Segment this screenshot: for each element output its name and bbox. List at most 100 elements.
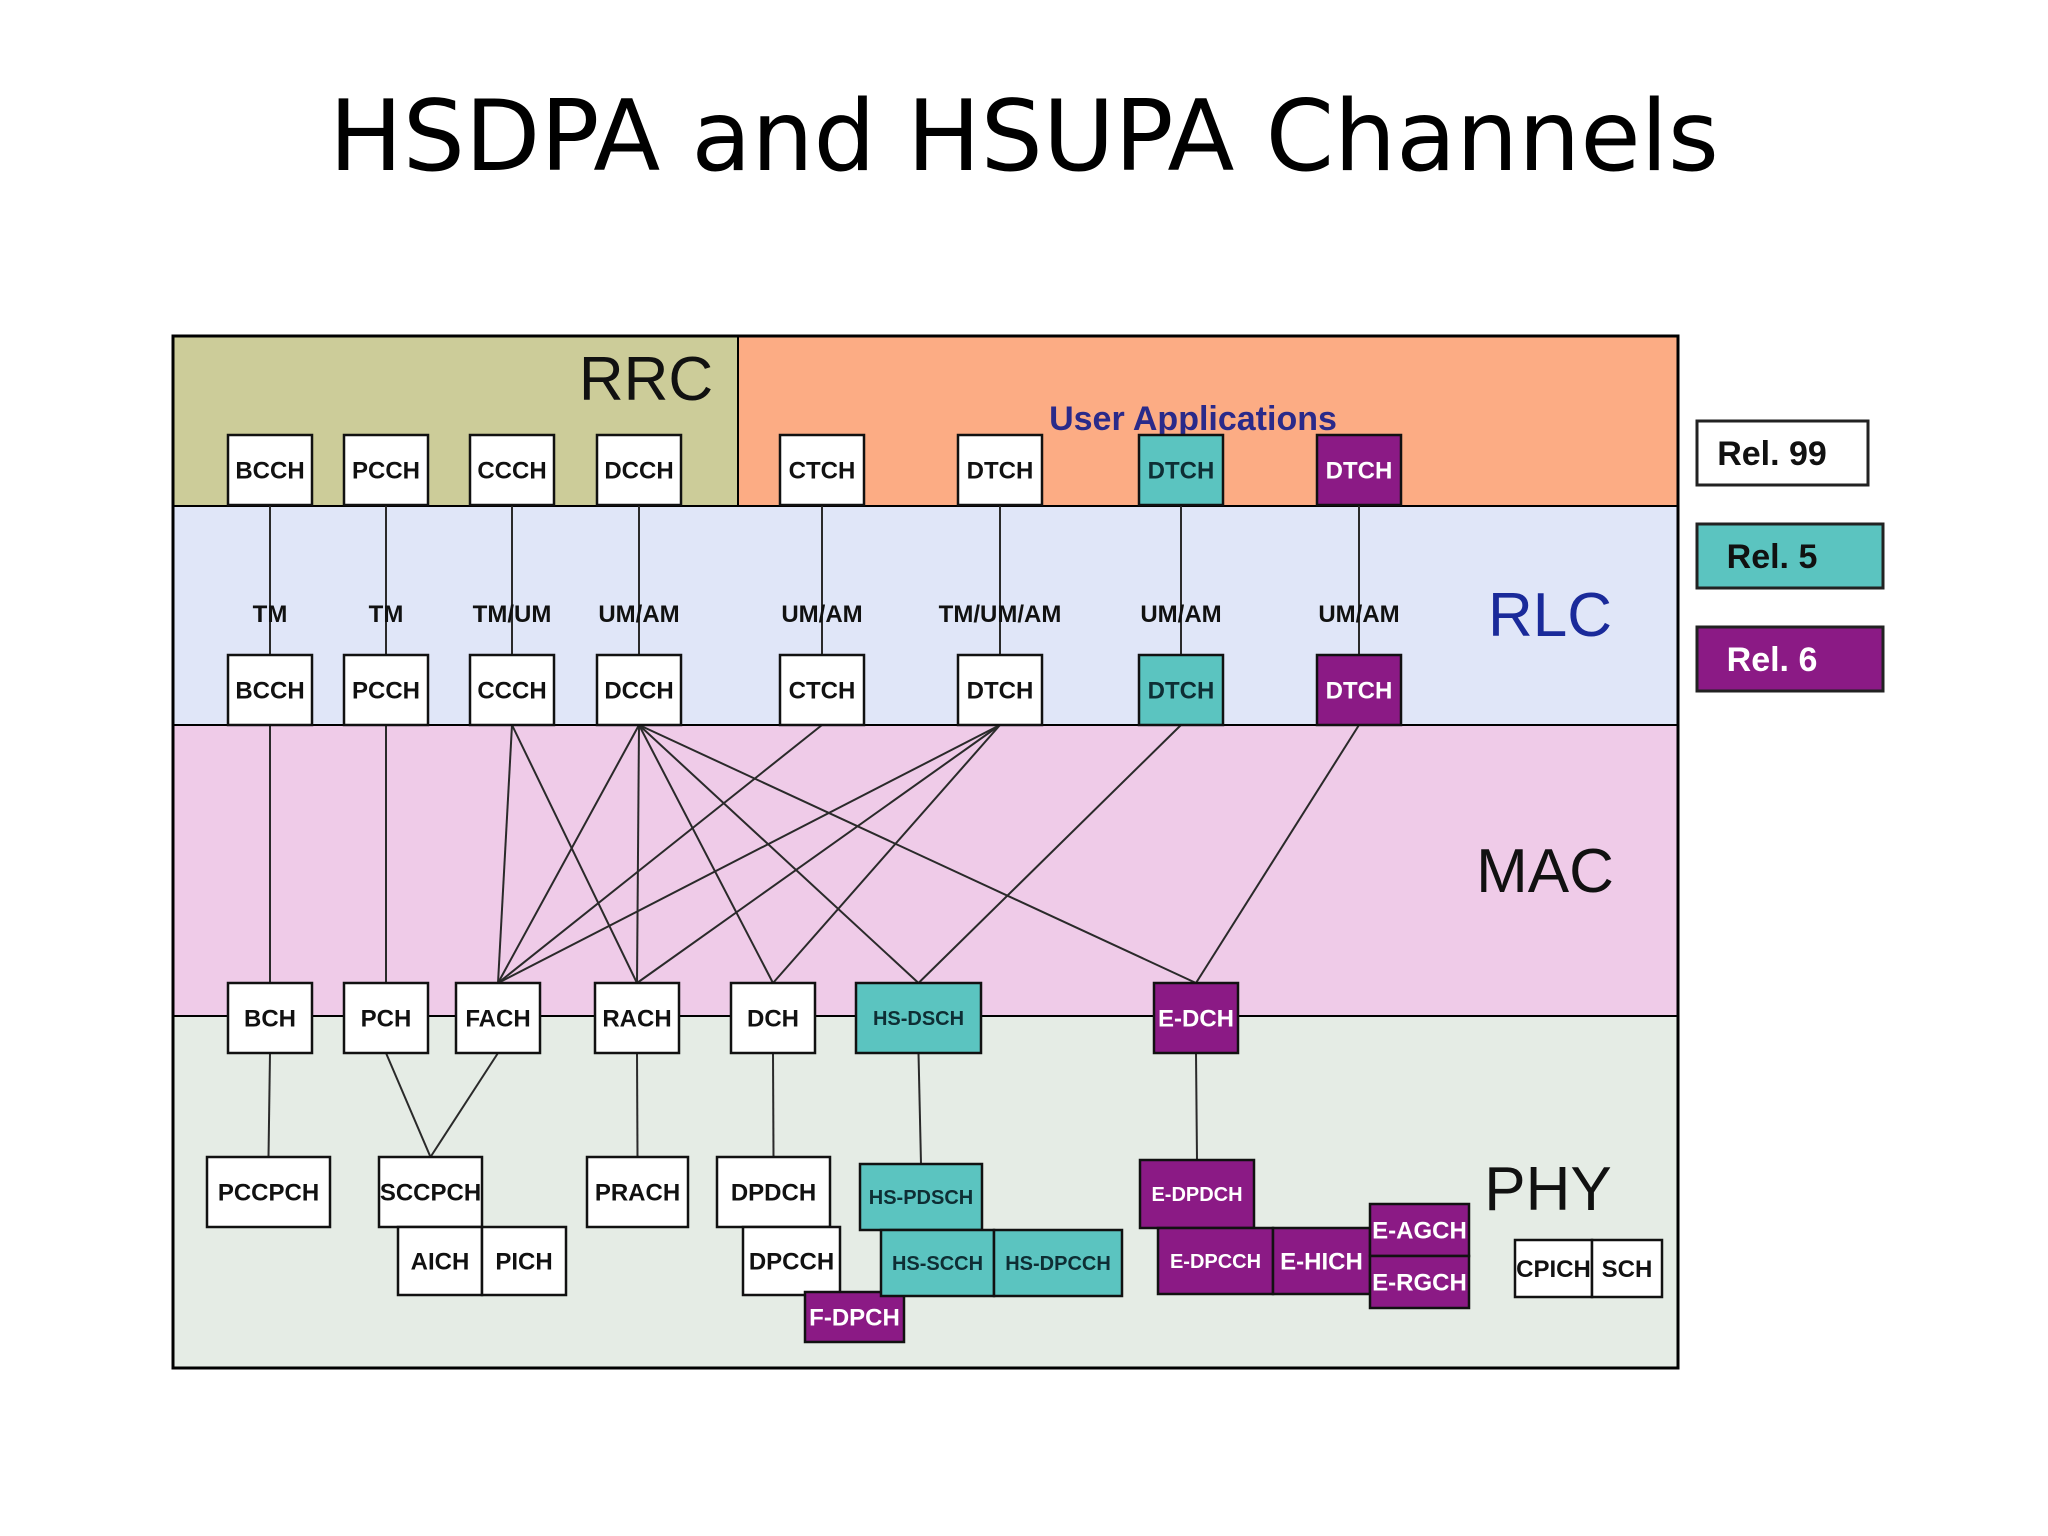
- channel-box: [854, 981, 983, 1055]
- channel-label: PCH: [361, 1005, 412, 1032]
- legend-swatch: [1695, 419, 1870, 487]
- channel-box: [741, 1225, 842, 1297]
- connection-line: [511, 724, 638, 984]
- channel-label: SCH: [1602, 1256, 1653, 1283]
- channel-label: HS-DSCH: [873, 1008, 964, 1030]
- channel-label: CPICH: [1516, 1256, 1591, 1283]
- channel-label: DTCH: [1326, 677, 1393, 704]
- logical-channel-l-dtch2: DTCH: [1137, 433, 1225, 507]
- rlc-mode-label: TM: [253, 601, 288, 628]
- channel-label: BCCH: [235, 457, 304, 484]
- physical-channel-p-ehich: E-HICH: [1271, 1226, 1372, 1296]
- channel-box: [715, 1155, 832, 1229]
- connection-line: [772, 1052, 775, 1158]
- channel-box: [205, 1155, 332, 1229]
- rlc-layer-label: RLC: [1488, 581, 1612, 650]
- mac-channel-m-dtch1: DTCH: [956, 653, 1044, 727]
- connection-line: [1195, 1052, 1198, 1161]
- channel-box: [226, 433, 314, 507]
- release-legend: Rel. 99 Rel. 5 Rel. 6: [1695, 419, 1885, 693]
- connection-line: [917, 724, 1182, 984]
- rrc-layer-label: RRC: [579, 345, 713, 414]
- channel-label: PCCH: [352, 457, 420, 484]
- channel-label: DTCH: [967, 677, 1034, 704]
- channel-label: CCCH: [477, 677, 546, 704]
- channel-box: [1152, 981, 1240, 1055]
- channel-box: [595, 653, 683, 727]
- channel-label: AICH: [411, 1248, 470, 1275]
- channel-label: DTCH: [967, 457, 1034, 484]
- channel-label: DCCH: [604, 677, 673, 704]
- rlc-mode-label: TM: [369, 601, 404, 628]
- legend-rel6: Rel. 6: [1695, 625, 1885, 693]
- logical-channel-l-ccch: CCCH: [468, 433, 556, 507]
- channel-label: E-DPCCH: [1170, 1251, 1261, 1273]
- channel-box: [396, 1225, 484, 1297]
- channel-label: RACH: [602, 1005, 671, 1032]
- channel-box: [992, 1228, 1124, 1298]
- legend-label: Rel. 6: [1727, 641, 1818, 679]
- rlc-mode-label: UM/AM: [1318, 601, 1399, 628]
- legend-swatch: [1695, 625, 1885, 693]
- channel-box: [342, 981, 430, 1055]
- channel-box: [956, 433, 1044, 507]
- channel-label: CTCH: [789, 457, 856, 484]
- channel-label: DCH: [747, 1005, 799, 1032]
- mac-band: [173, 725, 1678, 1016]
- physical-channel-p-fdpch: F-DPCH: [803, 1290, 906, 1344]
- mac-channel-m-bcch: BCCH: [226, 653, 314, 727]
- channel-box: [593, 981, 681, 1055]
- channel-label: HS-SCCH: [892, 1253, 983, 1275]
- legend-label: Rel. 99: [1717, 435, 1827, 473]
- channel-box: [454, 981, 542, 1055]
- connection-line: [638, 724, 774, 984]
- channel-box: [1156, 1226, 1275, 1296]
- rlc-mode-label: UM/AM: [781, 601, 862, 628]
- channel-boxes: BCCH PCCH CCCH DCCH CTCH DTCH DTCH DTCH BCCH PCCH…: [205, 433, 1664, 1344]
- connection-line: [636, 724, 1001, 984]
- connection-line: [497, 724, 823, 984]
- channel-label: HS-PDSCH: [869, 1187, 973, 1209]
- channel-box: [1271, 1226, 1372, 1296]
- channel-label: E-DCH: [1158, 1005, 1234, 1032]
- mac-channel-m-dtch3: DTCH: [1315, 653, 1403, 727]
- connection-line: [267, 1052, 271, 1158]
- transport-channel-t-dch: DCH: [729, 981, 817, 1055]
- physical-channel-p-hsdpcch: HS-DPCCH: [992, 1228, 1124, 1298]
- physical-channel-p-dpcch: DPCCH: [741, 1225, 842, 1297]
- channel-box: [342, 433, 430, 507]
- channel-label: DTCH: [1148, 457, 1215, 484]
- channel-box: [778, 653, 866, 727]
- channel-box: [595, 433, 683, 507]
- channel-label: CTCH: [789, 677, 856, 704]
- channel-label: F-DPCH: [809, 1304, 900, 1331]
- connection-line: [497, 724, 513, 984]
- channel-label: HS-DPCCH: [1005, 1253, 1111, 1275]
- channel-box: [729, 981, 817, 1055]
- channel-label: PICH: [495, 1248, 552, 1275]
- connection-line: [638, 724, 1197, 984]
- channel-box: [585, 1155, 690, 1229]
- physical-channel-p-sch: SCH: [1590, 1238, 1664, 1299]
- transport-channel-t-hsdsch: HS-DSCH: [854, 981, 983, 1055]
- physical-channel-p-edpdch: E-DPDCH: [1138, 1158, 1256, 1230]
- channel-label: DTCH: [1148, 677, 1215, 704]
- channel-label: SCCPCH: [380, 1179, 481, 1206]
- phy-layer-label: PHY: [1484, 1155, 1611, 1224]
- mac-channel-m-pcch: PCCH: [342, 653, 430, 727]
- connection-line: [636, 724, 640, 984]
- slide-title: HSDPA and HSUPA Channels: [329, 80, 1719, 194]
- channel-box: [480, 1225, 568, 1297]
- legend-rel5: Rel. 5: [1695, 522, 1885, 590]
- transport-channel-t-bch: BCH: [226, 981, 314, 1055]
- physical-channel-p-hsscch: HS-SCCH: [879, 1228, 996, 1298]
- rlc-mode-label: UM/AM: [598, 601, 679, 628]
- logical-channel-l-dcch: DCCH: [595, 433, 683, 507]
- physical-channel-p-hspdsch: HS-PDSCH: [858, 1162, 984, 1232]
- diagram-border: [171, 334, 1680, 1370]
- transport-channel-t-rach: RACH: [593, 981, 681, 1055]
- channel-label: BCCH: [235, 677, 304, 704]
- channel-box: [956, 653, 1044, 727]
- channel-label: DTCH: [1326, 457, 1393, 484]
